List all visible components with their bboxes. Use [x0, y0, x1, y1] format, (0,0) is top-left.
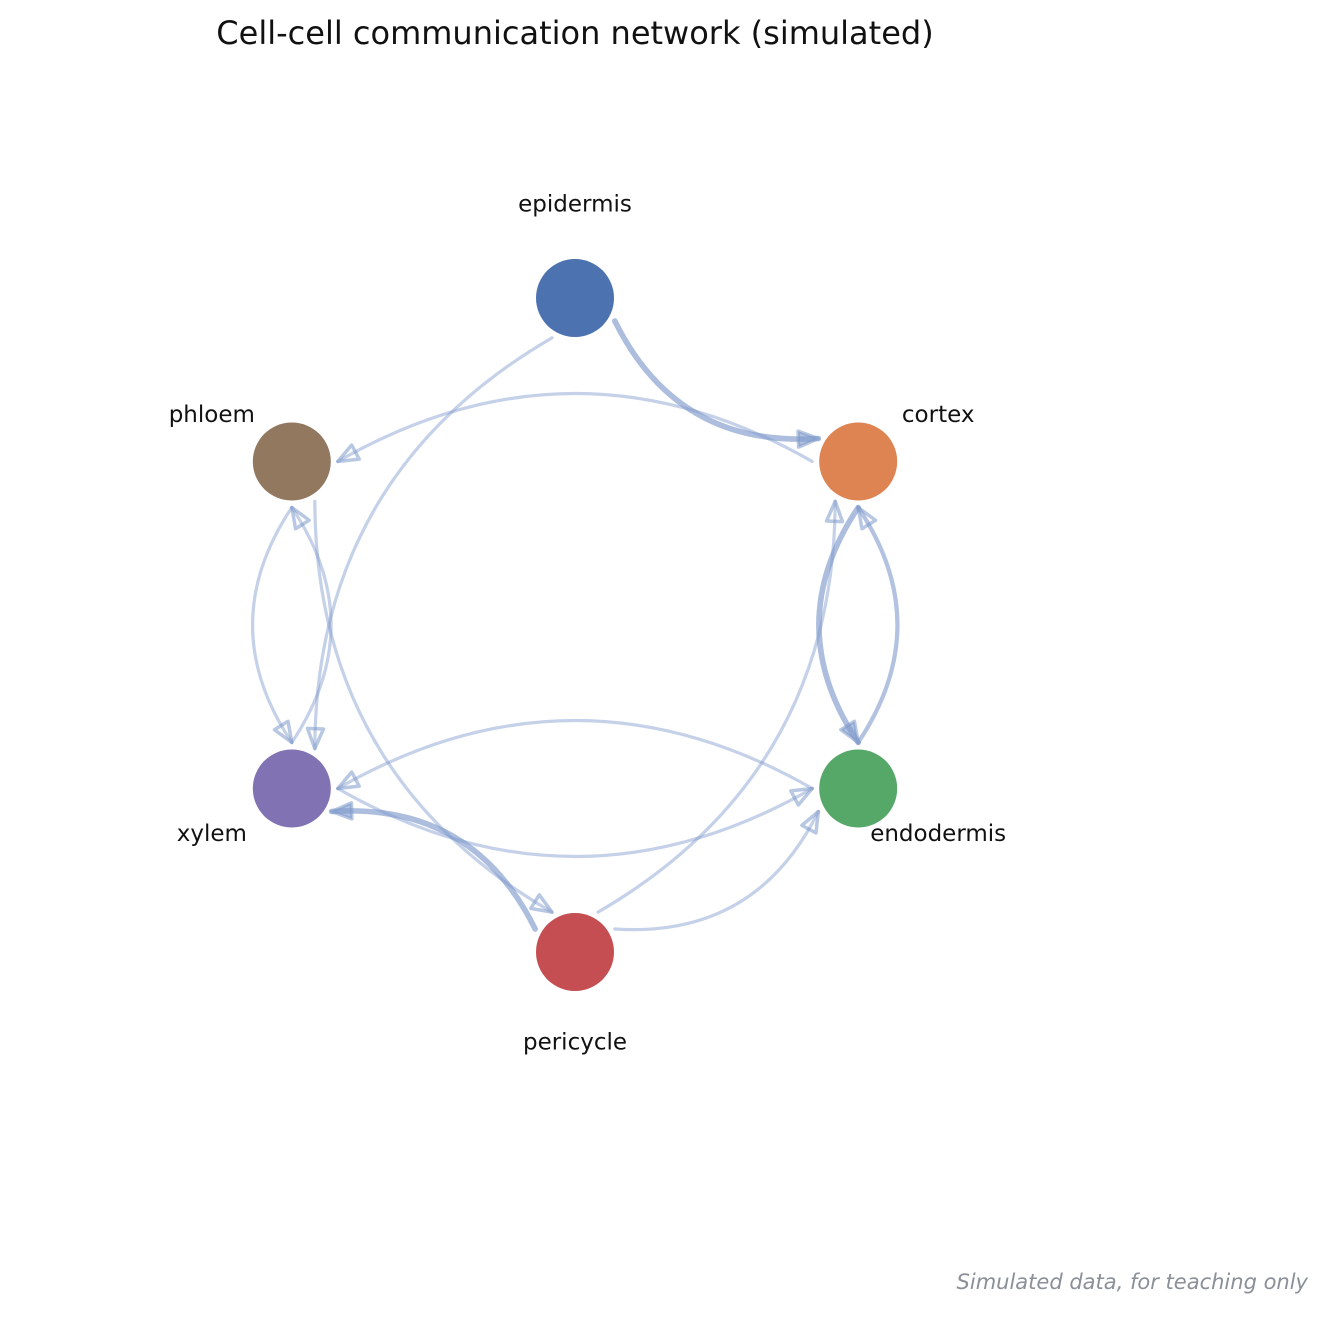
node-pericycle: [536, 913, 614, 991]
arrowhead-cortex-to-phloem: [336, 443, 361, 464]
edge-phloem-to-pericycle: [313, 499, 554, 914]
arrowhead-pericycle-to-cortex: [824, 499, 845, 524]
edge-xylem-to-endodermis: [336, 786, 814, 858]
arrowhead-pericycle-to-endodermis: [800, 809, 821, 835]
node-label-cortex: cortex: [902, 402, 975, 428]
arrowhead-epidermis-to-xylem: [305, 726, 326, 751]
arrowhead-epidermis-to-cortex: [796, 429, 821, 449]
arrowhead-pericycle-to-xylem: [329, 801, 354, 821]
node-label-epidermis: epidermis: [518, 192, 632, 218]
node-label-endodermis: endodermis: [870, 821, 1006, 847]
arrowhead-cortex-to-endodermis: [839, 719, 860, 745]
edge-cortex-to-phloem: [336, 392, 814, 464]
edge-phloem-to-xylem: [251, 505, 294, 745]
node-phloem: [252, 422, 331, 501]
arrowhead-phloem-to-xylem: [272, 719, 294, 745]
node-cortex: [819, 422, 898, 501]
arrowhead-phloem-to-pericycle: [529, 893, 554, 914]
node-xylem: [252, 749, 331, 828]
diagram-title: Cell-cell communication network (simulat…: [216, 14, 934, 52]
node-label-pericycle: pericycle: [523, 1030, 627, 1056]
node-label-phloem: phloem: [169, 402, 255, 428]
arrowhead-endodermis-to-xylem: [336, 770, 361, 791]
edge-endodermis-to-xylem: [336, 719, 814, 791]
edge-endodermis-to-cortex: [856, 505, 900, 745]
edge-pericycle-to-cortex: [596, 499, 837, 914]
arrowhead-xylem-to-endodermis: [789, 786, 814, 807]
arrowhead-xylem-to-phloem: [290, 505, 311, 531]
arrowhead-endodermis-to-cortex: [856, 505, 878, 531]
edge-pericycle-to-xylem: [328, 808, 538, 932]
node-endodermis: [819, 749, 898, 828]
edge-xylem-to-phloem: [290, 505, 333, 745]
nodes-layer: epidermis cortex endodermis pericycle xylem p…: [169, 192, 1006, 1056]
footnote: Simulated data, for teaching only: [956, 1270, 1308, 1294]
edge-epidermis-to-cortex: [612, 318, 822, 442]
edge-pericycle-to-endodermis: [613, 809, 820, 932]
edges-layer: [251, 318, 900, 932]
edge-epidermis-to-xylem: [313, 336, 554, 751]
edge-cortex-to-endodermis: [816, 504, 861, 746]
node-label-xylem: xylem: [177, 821, 247, 847]
node-epidermis: [536, 259, 614, 337]
